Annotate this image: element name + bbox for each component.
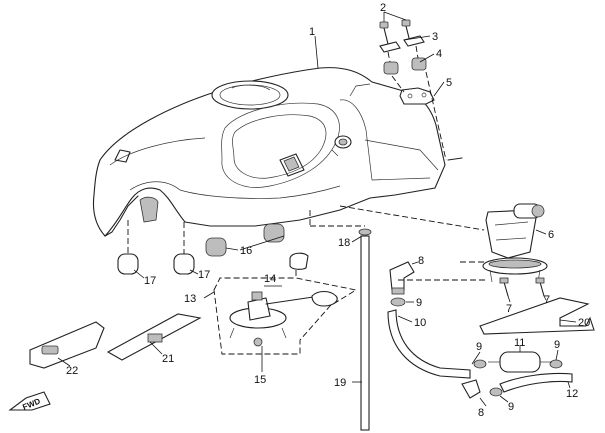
callout-3: 3 <box>432 31 438 43</box>
callout-11: 11 <box>514 337 525 349</box>
callout-18: 18 <box>338 237 350 249</box>
callout-12: 12 <box>566 388 578 400</box>
callout-1: 1 <box>309 26 315 38</box>
callout-17b: 17 <box>198 269 210 281</box>
callout-5: 5 <box>446 77 452 89</box>
fuel-hose <box>387 309 471 379</box>
protective-pad-20 <box>479 297 595 335</box>
callout-13: 13 <box>184 293 196 305</box>
fuel-filter <box>488 351 552 373</box>
callout-6: 6 <box>548 229 554 241</box>
hose-clamp <box>390 297 563 397</box>
fuel-sensor-assembly-outline <box>213 277 358 355</box>
callout-4: 4 <box>436 48 442 60</box>
callout-14: 14 <box>264 273 276 285</box>
rubber-damper <box>117 253 195 275</box>
sensor-float-arm <box>289 252 309 270</box>
callout-10: 10 <box>414 317 426 329</box>
callout-9c: 9 <box>554 339 560 351</box>
fuel-tank <box>92 67 463 237</box>
fuel-outlet-hose <box>499 372 573 393</box>
callout-9a: 9 <box>416 297 422 309</box>
callout-8b: 8 <box>478 407 484 419</box>
callout-2: 2 <box>380 2 386 14</box>
bolt-washers <box>379 35 425 53</box>
fwd-direction-arrow <box>8 391 51 411</box>
callout-21: 21 <box>162 353 174 365</box>
leader-lines <box>57 11 577 407</box>
callout-19: 19 <box>334 377 346 389</box>
rubber-bushings <box>383 57 427 75</box>
hose-connector <box>461 379 481 399</box>
callout-20: 20 <box>578 317 590 329</box>
callout-17a: 17 <box>144 275 156 287</box>
protective-pad-21 <box>106 313 202 361</box>
callout-8a: 8 <box>418 255 424 267</box>
fuel-pump <box>482 203 548 283</box>
callout-22: 22 <box>66 365 78 377</box>
tank-mounting-bracket <box>399 87 435 105</box>
fuel-pump-screws <box>499 277 545 297</box>
callout-7b: 7 <box>544 294 550 306</box>
callout-16: 16 <box>240 245 252 257</box>
hose-elbow-fitting <box>389 261 415 295</box>
protective-pad-22 <box>29 321 105 369</box>
callout-9d: 9 <box>508 401 514 413</box>
breather-pipe <box>358 228 372 431</box>
callout-15: 15 <box>254 374 266 386</box>
fuel-level-sensor <box>229 290 338 347</box>
callout-9b: 9 <box>476 341 482 353</box>
callout-7a: 7 <box>506 303 512 315</box>
